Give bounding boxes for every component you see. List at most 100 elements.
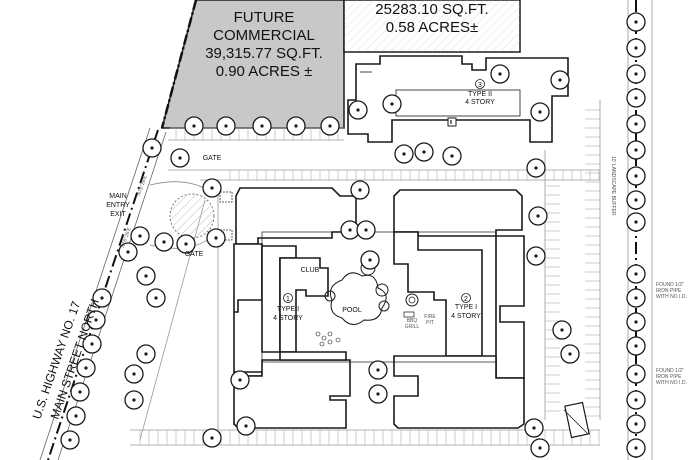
tree-trunk: [162, 240, 166, 244]
tree-trunk: [538, 446, 542, 450]
tree-trunk: [376, 392, 380, 396]
tree-trunk: [260, 124, 264, 128]
tree-trunk: [450, 154, 454, 158]
future-commercial-area-sqft: 39,315.77 SQ.FT.: [205, 45, 323, 62]
gate-bottom-label: GATE: [185, 251, 204, 258]
pool-label: POOL: [342, 307, 362, 314]
club-label: CLUB: [301, 267, 320, 274]
building-2-number: 2: [464, 296, 468, 303]
tree-trunk: [90, 342, 94, 346]
tree-trunk: [534, 254, 538, 258]
tree-trunk: [178, 156, 182, 160]
tree-trunk: [132, 372, 136, 376]
tree-trunk: [94, 318, 98, 322]
main-entry-label-3: EXIT: [110, 211, 126, 218]
tree-trunk: [634, 72, 638, 76]
tree-trunk: [634, 446, 638, 450]
tree-trunk: [210, 186, 214, 190]
fire-label-1: FIRE: [424, 314, 436, 320]
tree-trunk: [634, 422, 638, 426]
building-2-type: TYPE I: [455, 304, 477, 311]
building-3-number: 3: [478, 82, 482, 89]
building-1-number: 1: [286, 296, 290, 303]
tree-trunk: [634, 122, 638, 126]
parking-stalls: [139, 109, 600, 445]
parking-layout: [130, 100, 601, 446]
tree-trunk: [558, 78, 562, 82]
future-commercial-title-1: FUTURE: [234, 9, 295, 26]
tree-trunk: [84, 366, 88, 370]
dumpster-enclosure: [564, 401, 590, 439]
bbq-label-2: GRILL: [405, 324, 420, 330]
tree-trunk: [534, 166, 538, 170]
entry-roundabout: [169, 193, 215, 239]
tree-trunk: [138, 234, 142, 238]
found-pipe-2-line2: IRON PIPE: [656, 374, 682, 380]
tree-trunk: [634, 96, 638, 100]
future-commercial-area-acres: 0.90 ACRES ±: [216, 63, 313, 80]
tree-trunk: [634, 174, 638, 178]
tree-trunk: [78, 390, 82, 394]
building-1-stories: 4 STORY: [273, 315, 303, 322]
tree-trunk: [634, 372, 638, 376]
tree-trunk: [238, 378, 242, 382]
main-entry-label-2: ENTRY: [106, 202, 130, 209]
gate-top[interactable]: [219, 191, 233, 203]
top-parcel-acres: 0.58 ACRES±: [386, 19, 478, 36]
tree-trunk: [634, 20, 638, 24]
tree-trunk: [368, 258, 372, 262]
found-pipe-1-line3: WITH NO I.D.: [656, 294, 687, 300]
gate-top-label: GATE: [203, 155, 222, 162]
found-pipe-1-line2: IRON PIPE: [656, 288, 682, 294]
tree-trunk: [634, 198, 638, 202]
tree-trunk: [192, 124, 196, 128]
tree-trunk: [422, 150, 426, 154]
tree-trunk: [390, 102, 394, 106]
tree-trunk: [634, 344, 638, 348]
bbq-label-1: BBQ: [407, 318, 418, 324]
tree-trunk: [74, 414, 78, 418]
tree-trunk: [634, 272, 638, 276]
tree-trunk: [536, 214, 540, 218]
tree-trunk: [184, 242, 188, 246]
property-line: [47, 129, 159, 460]
future-commercial-title-2: COMMERCIAL: [213, 27, 315, 44]
found-pipe-1-line1: FOUND 1/2": [656, 282, 684, 288]
building-2-footprint: [393, 189, 525, 429]
tree-trunk: [154, 296, 158, 300]
tree-trunk: [634, 296, 638, 300]
fire-pit: [405, 293, 419, 307]
found-pipe-2-line3: WITH NO I.D.: [656, 380, 687, 386]
tree-trunk: [498, 72, 502, 76]
trees: [60, 12, 646, 458]
tree-trunk: [364, 228, 368, 232]
bbq-grill: [403, 311, 415, 318]
tree-trunk: [214, 236, 218, 240]
tree-trunk: [634, 148, 638, 152]
tree-trunk: [634, 398, 638, 402]
tree-trunk: [532, 426, 536, 430]
tree-trunk: [538, 110, 542, 114]
building-3-footprint: [347, 55, 569, 143]
landscape-buffer-label: 10' LANDSCAPE BUFFER: [610, 156, 616, 216]
tree-trunk: [126, 250, 130, 254]
tree-trunk: [210, 436, 214, 440]
tree-trunk: [68, 438, 72, 442]
tree-trunk: [224, 124, 228, 128]
bearing-1: N76°28'E: [136, 174, 149, 196]
tree-trunk: [150, 146, 154, 150]
tree-trunk: [634, 220, 638, 224]
tree-trunk: [560, 328, 564, 332]
building-2-stories: 4 STORY: [451, 313, 481, 320]
tree-trunk: [294, 124, 298, 128]
lounge-chairs: [315, 331, 341, 347]
tree-trunk: [634, 46, 638, 50]
tree-trunk: [376, 368, 380, 372]
tree-trunk: [132, 398, 136, 402]
tree-trunk: [144, 352, 148, 356]
main-entry-label-1: MAIN: [109, 193, 127, 200]
tree-trunk: [328, 124, 332, 128]
tree-trunk: [144, 274, 148, 278]
tree-trunk: [244, 424, 248, 428]
